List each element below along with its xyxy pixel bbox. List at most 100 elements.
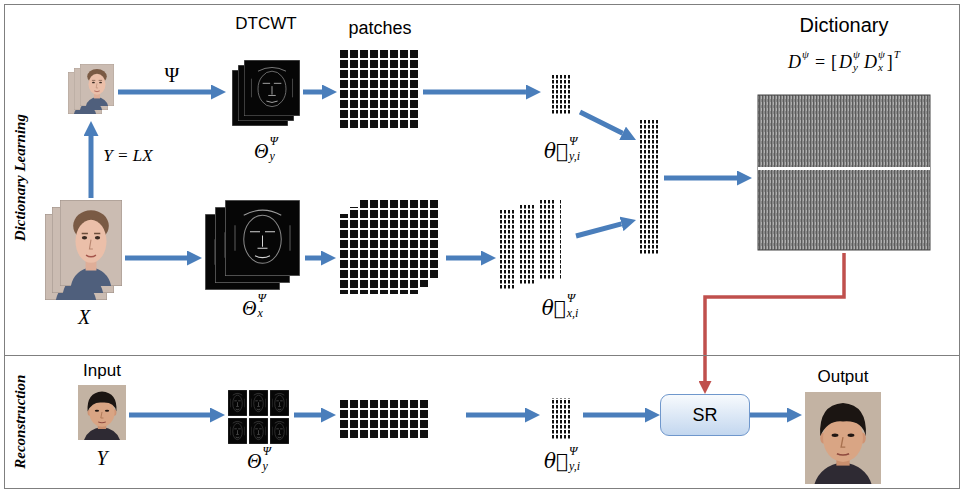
dictionary-matrix [758,95,930,250]
dictionary-image [758,95,930,250]
math-symbol: θ⃗ [542,297,566,320]
wavelet-image [270,418,289,444]
math-symbol: D [864,52,877,73]
feature-vector [552,398,571,440]
flow-arrow [294,413,321,418]
low-res-faces [68,64,114,114]
vector-bars [520,205,534,285]
flow-arrow [576,224,622,236]
equation-label: Y = LX [103,146,152,166]
figure-stage: InputY [75,358,129,473]
subscript: y [263,460,268,474]
section-title: Dictionary Learning [12,114,29,241]
flow-arrow [446,256,481,261]
dictionary-divider [758,167,930,170]
flow-arrow [118,90,211,95]
feature-vector [552,75,571,115]
math-symbol: θ⃗ [544,450,568,473]
high-res-faces [45,200,122,300]
figure-stage: DTCWT ΘyΨ [229,11,303,167]
vector-bars [656,120,659,255]
wavelet-tiles [228,390,289,444]
variable-label: X [78,306,90,329]
flow-arrow [303,90,322,95]
flow-arrow [664,176,737,181]
wavelet-image [228,418,247,444]
wavelet-stack [232,60,300,126]
wavelet-image [225,200,300,276]
figure-stage: θ⃗y,iΨ [541,395,583,477]
math-symbol: Θ [242,297,256,320]
process-box: SR [660,394,750,436]
vector-bars [568,398,571,440]
heading-text: DTCWT [235,14,296,34]
feature-vector [500,200,561,290]
flow-arrow [129,413,210,418]
wavelet-image [249,418,268,444]
vector-bars [558,200,561,280]
math-symbol: = [815,52,825,73]
subscript: x [258,307,263,321]
face-image [80,64,114,106]
wavelet-image [270,390,289,416]
patch-grid [340,400,430,440]
superscript: ψ [878,48,885,61]
wavelet-image [249,390,268,416]
figure-stage: DictionaryDψ=[DyψDxψ]T [755,11,933,253]
flow-arrow [583,413,645,418]
patch-grid [340,214,420,294]
flow-arrow [89,136,94,198]
vector-bars [540,200,554,280]
math-symbol: [ [831,52,837,73]
math-symbol: Θ [254,140,268,163]
subscript: y,i [569,460,580,474]
figure-stage: X [42,197,125,332]
flow-arrow [580,112,623,133]
patch-grid [340,50,420,130]
panel-band: InputYΘyΨθ⃗y,iΨSROutputReconstruction [4,355,960,489]
vector-bars [552,398,566,440]
figure-stage: ΘyΨ [225,387,292,477]
wavelet-image [244,60,300,116]
flow-arrow [125,256,187,261]
figure-stage: θ⃗y,iΨ [541,72,583,167]
section-title: Reconstruction [12,375,29,469]
heading-text: Dictionary [800,14,889,37]
heading-text: Input [83,361,121,381]
flow-arrows [91,92,737,415]
vector-bars [640,120,654,255]
superscript: Ψ [270,135,278,149]
superscript: Ψ [569,135,577,149]
vector-bars [552,75,566,115]
subscript: x,i [567,307,579,321]
figure-stage: ΘxΨ [202,197,303,324]
superscript: ψ [853,48,860,61]
wavelet-image [228,390,247,416]
flow-arrow [466,413,525,418]
subscript: x [878,61,883,74]
variable-label: Y [96,447,107,470]
math-symbol: ] [887,52,893,73]
figure-stage: θ⃗x,iΨ [497,197,581,324]
patch-stack [340,200,440,294]
figure-stage: Output [802,364,884,487]
vector-bars [500,210,514,290]
superscript: Ψ [263,445,271,459]
subscript: y,i [569,150,580,164]
flow-arrow [305,256,321,261]
superscript: Ψ [258,292,266,306]
joint-vector [640,120,659,255]
superscript: Ψ [569,445,577,459]
subscript: y [270,150,275,164]
operator-label: Ψ [165,64,180,87]
subscript: y [853,61,858,74]
math-symbol: D [788,52,801,73]
face-image [60,200,122,286]
flow-arrow [750,413,787,418]
wavelet-stack [205,200,300,290]
math-symbol: D [839,52,852,73]
math-symbol: Θ [247,450,261,473]
patch-ground [340,214,420,294]
